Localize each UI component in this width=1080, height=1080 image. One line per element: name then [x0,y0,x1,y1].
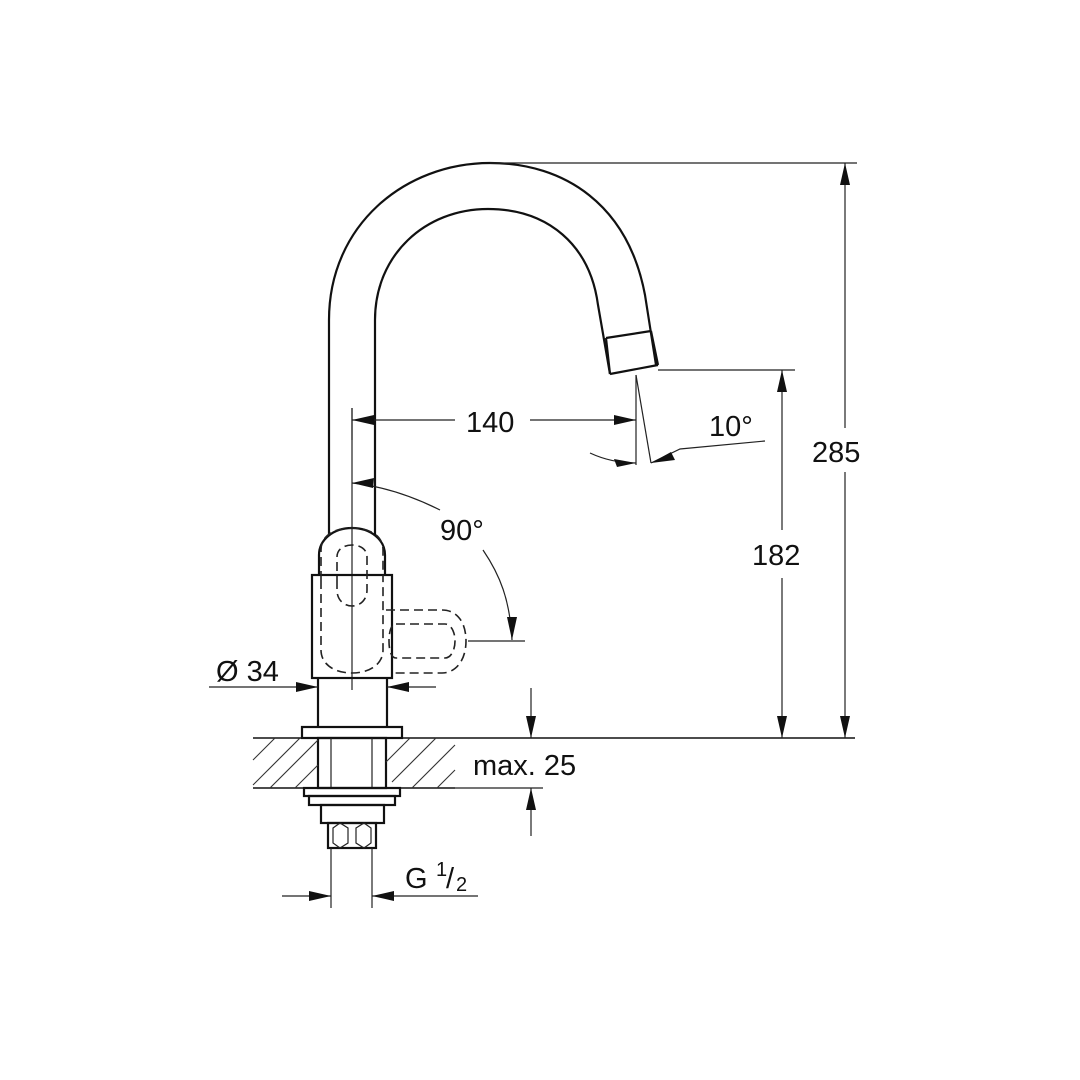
mounting-assembly [300,725,404,850]
countertop-section [252,737,855,789]
body-diameter-label: Ø 34 [216,656,279,688]
connection-fraction-sep: / [446,863,455,895]
outlet-height-label: 182 [752,540,800,572]
dimension-swivel-angle: 90° [351,478,525,642]
connection-label-main: G [405,863,428,895]
deck-thickness-label: max. 25 [473,750,576,782]
dimension-deck-thickness: max. 25 [455,688,576,836]
spout [327,161,660,535]
dimension-connection-thread: G 1 / 2 [282,848,478,908]
dimension-body-diameter: Ø 34 [209,656,436,692]
connection-fraction-num: 1 [436,859,447,881]
dimension-reach: 140 [351,375,637,465]
lever-hidden-positions [320,527,467,674]
dimension-total-height: 285 [490,162,860,738]
dimension-outlet-height: 182 [658,369,800,738]
connection-fraction-den: 2 [456,874,467,896]
spout-angle-label: 10° [709,411,753,443]
swivel-angle-label: 90° [440,515,484,547]
reach-label: 140 [466,407,514,439]
total-height-label: 285 [812,437,860,469]
dimension-spout-angle: 10° [589,374,766,467]
